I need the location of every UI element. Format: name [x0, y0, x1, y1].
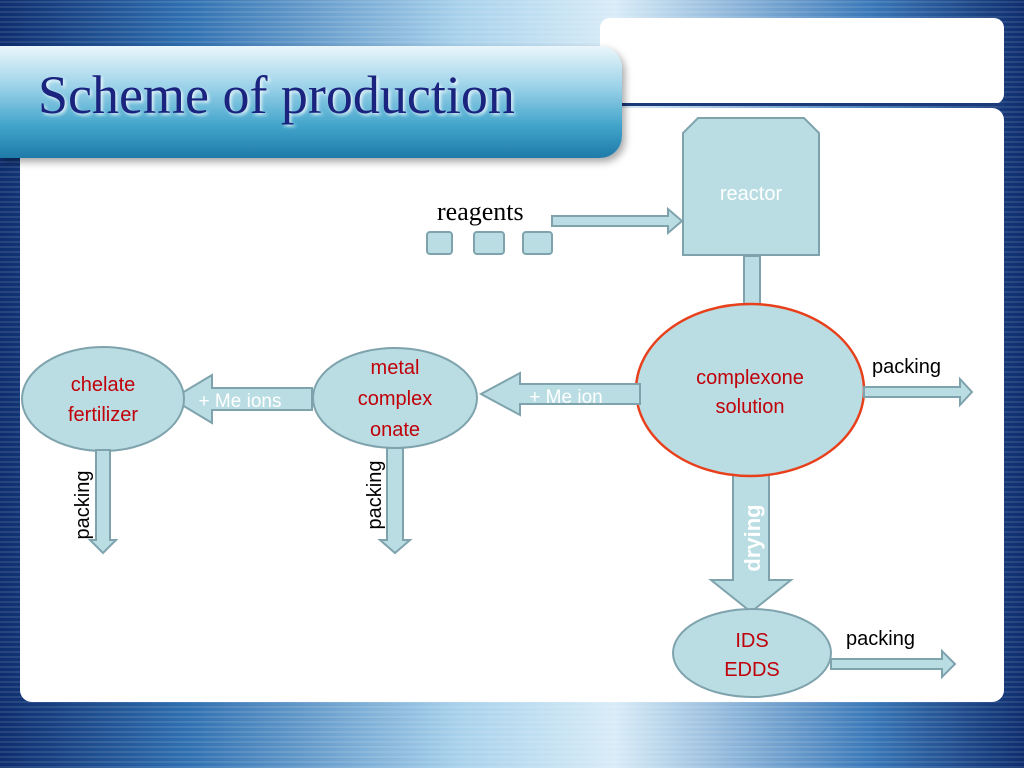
- ids-packing-label: packing: [846, 628, 915, 650]
- title-banner: [0, 46, 622, 158]
- chelate-fertilizer-node: [21, 346, 185, 452]
- reagent-container: [473, 231, 505, 255]
- reagent-container: [426, 231, 453, 255]
- complexone-packing-label: packing: [872, 356, 941, 378]
- ids-label-line2: EDDS: [724, 659, 780, 681]
- metal-complex-label-line1: metal: [371, 357, 420, 379]
- page-title: Scheme of production: [38, 65, 515, 125]
- complexone-label-line1: complexone: [696, 367, 804, 389]
- reactor-label: reactor: [720, 183, 783, 205]
- complexone-label-line2: solution: [716, 396, 785, 418]
- header-panel: [600, 18, 1004, 104]
- metal-complex-label-line2: complex: [358, 388, 432, 410]
- complexone-solution-node: [634, 302, 866, 478]
- chelate-label-line1: chelate: [71, 374, 136, 396]
- ids-edds-node: [672, 608, 832, 698]
- reactor-outlet-pipe: [743, 255, 761, 307]
- ids-label-line1: IDS: [735, 630, 768, 652]
- reagents-label: reagents: [437, 197, 524, 226]
- chelate-packing-label: packing: [72, 471, 94, 540]
- metal-complex-packing-label: packing: [364, 461, 386, 530]
- ids-packing-arrow: [830, 648, 957, 680]
- me-ions-arrow: [170, 373, 313, 425]
- chelate-packing-arrow: [87, 449, 119, 555]
- reactor-vessel: [682, 117, 820, 256]
- header-divider: [600, 103, 1004, 106]
- me-ion-label: + Me ion: [529, 387, 602, 408]
- metal-complex-label-line3: onate: [370, 419, 420, 441]
- me-ions-label: + Me ions: [199, 391, 282, 412]
- drying-label: drying: [740, 504, 765, 571]
- reagents-to-reactor-arrow: [551, 206, 684, 236]
- chelate-label-line2: fertilizer: [68, 404, 138, 426]
- reagent-container: [522, 231, 553, 255]
- drying-arrow: [708, 474, 794, 614]
- me-ion-arrow: [478, 371, 641, 417]
- metal-complex-packing-arrow: [377, 447, 413, 555]
- complexone-packing-arrow: [863, 376, 974, 408]
